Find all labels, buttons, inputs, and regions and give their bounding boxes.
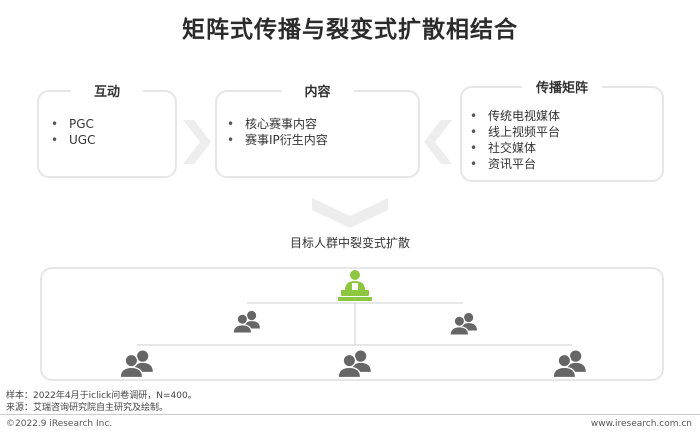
list-item: •资讯平台 [470,157,537,171]
interaction-box: 互动 •PGC •UGC [37,81,177,178]
list-item: •核心赛事内容 [227,117,318,131]
list-item: •传统电视媒体 [470,109,561,123]
interaction-list: •PGC •UGC [51,116,95,148]
user-group-icon [232,310,262,334]
sample-note: 样本：2022年4月于iclick问卷调研，N=400。 [6,391,197,401]
content-box-title: 内容 [281,81,354,100]
chevron-right-icon [183,120,211,164]
page-title: 矩阵式传播与裂变式扩散相结合 [182,17,518,43]
list-item: •社交媒体 [470,141,537,155]
user-group-icon [552,349,588,379]
target-label: 目标人群中裂变式扩散 [289,236,410,250]
content-box: 内容 •核心赛事内容 •赛事IP衍生内容 [215,81,420,178]
list-item: •UGC [51,133,96,147]
source-note: 来源：艾瑞咨询研究院自主研究及绘制。 [6,403,169,413]
chevron-down-icon [312,198,388,228]
user-group-icon [337,349,373,379]
interaction-box-title: 互动 [71,81,143,100]
chevron-left-icon [424,120,452,164]
matrix-box-title: 传播矩阵 [522,77,602,96]
list-item: •PGC [51,117,94,131]
list-item: •赛事IP衍生内容 [227,133,328,147]
matrix-list: •传统电视媒体 •线上视频平台 •社交媒体 •资讯平台 [470,108,560,172]
user-group-icon [449,312,479,336]
list-item: •线上视频平台 [470,125,561,139]
user-group-icon [119,349,155,379]
content-list: •核心赛事内容 •赛事IP衍生内容 [227,116,328,148]
matrix-box: 传播矩阵 •传统电视媒体 •线上视频平台 •社交媒体 •资讯平台 [460,77,664,182]
website: www.iresearch.com.cn [590,419,692,429]
copyright: ©2022.9 iResearch Inc. [6,419,113,429]
footer-divider [0,414,700,415]
speaker-at-podium-icon [338,270,372,301]
